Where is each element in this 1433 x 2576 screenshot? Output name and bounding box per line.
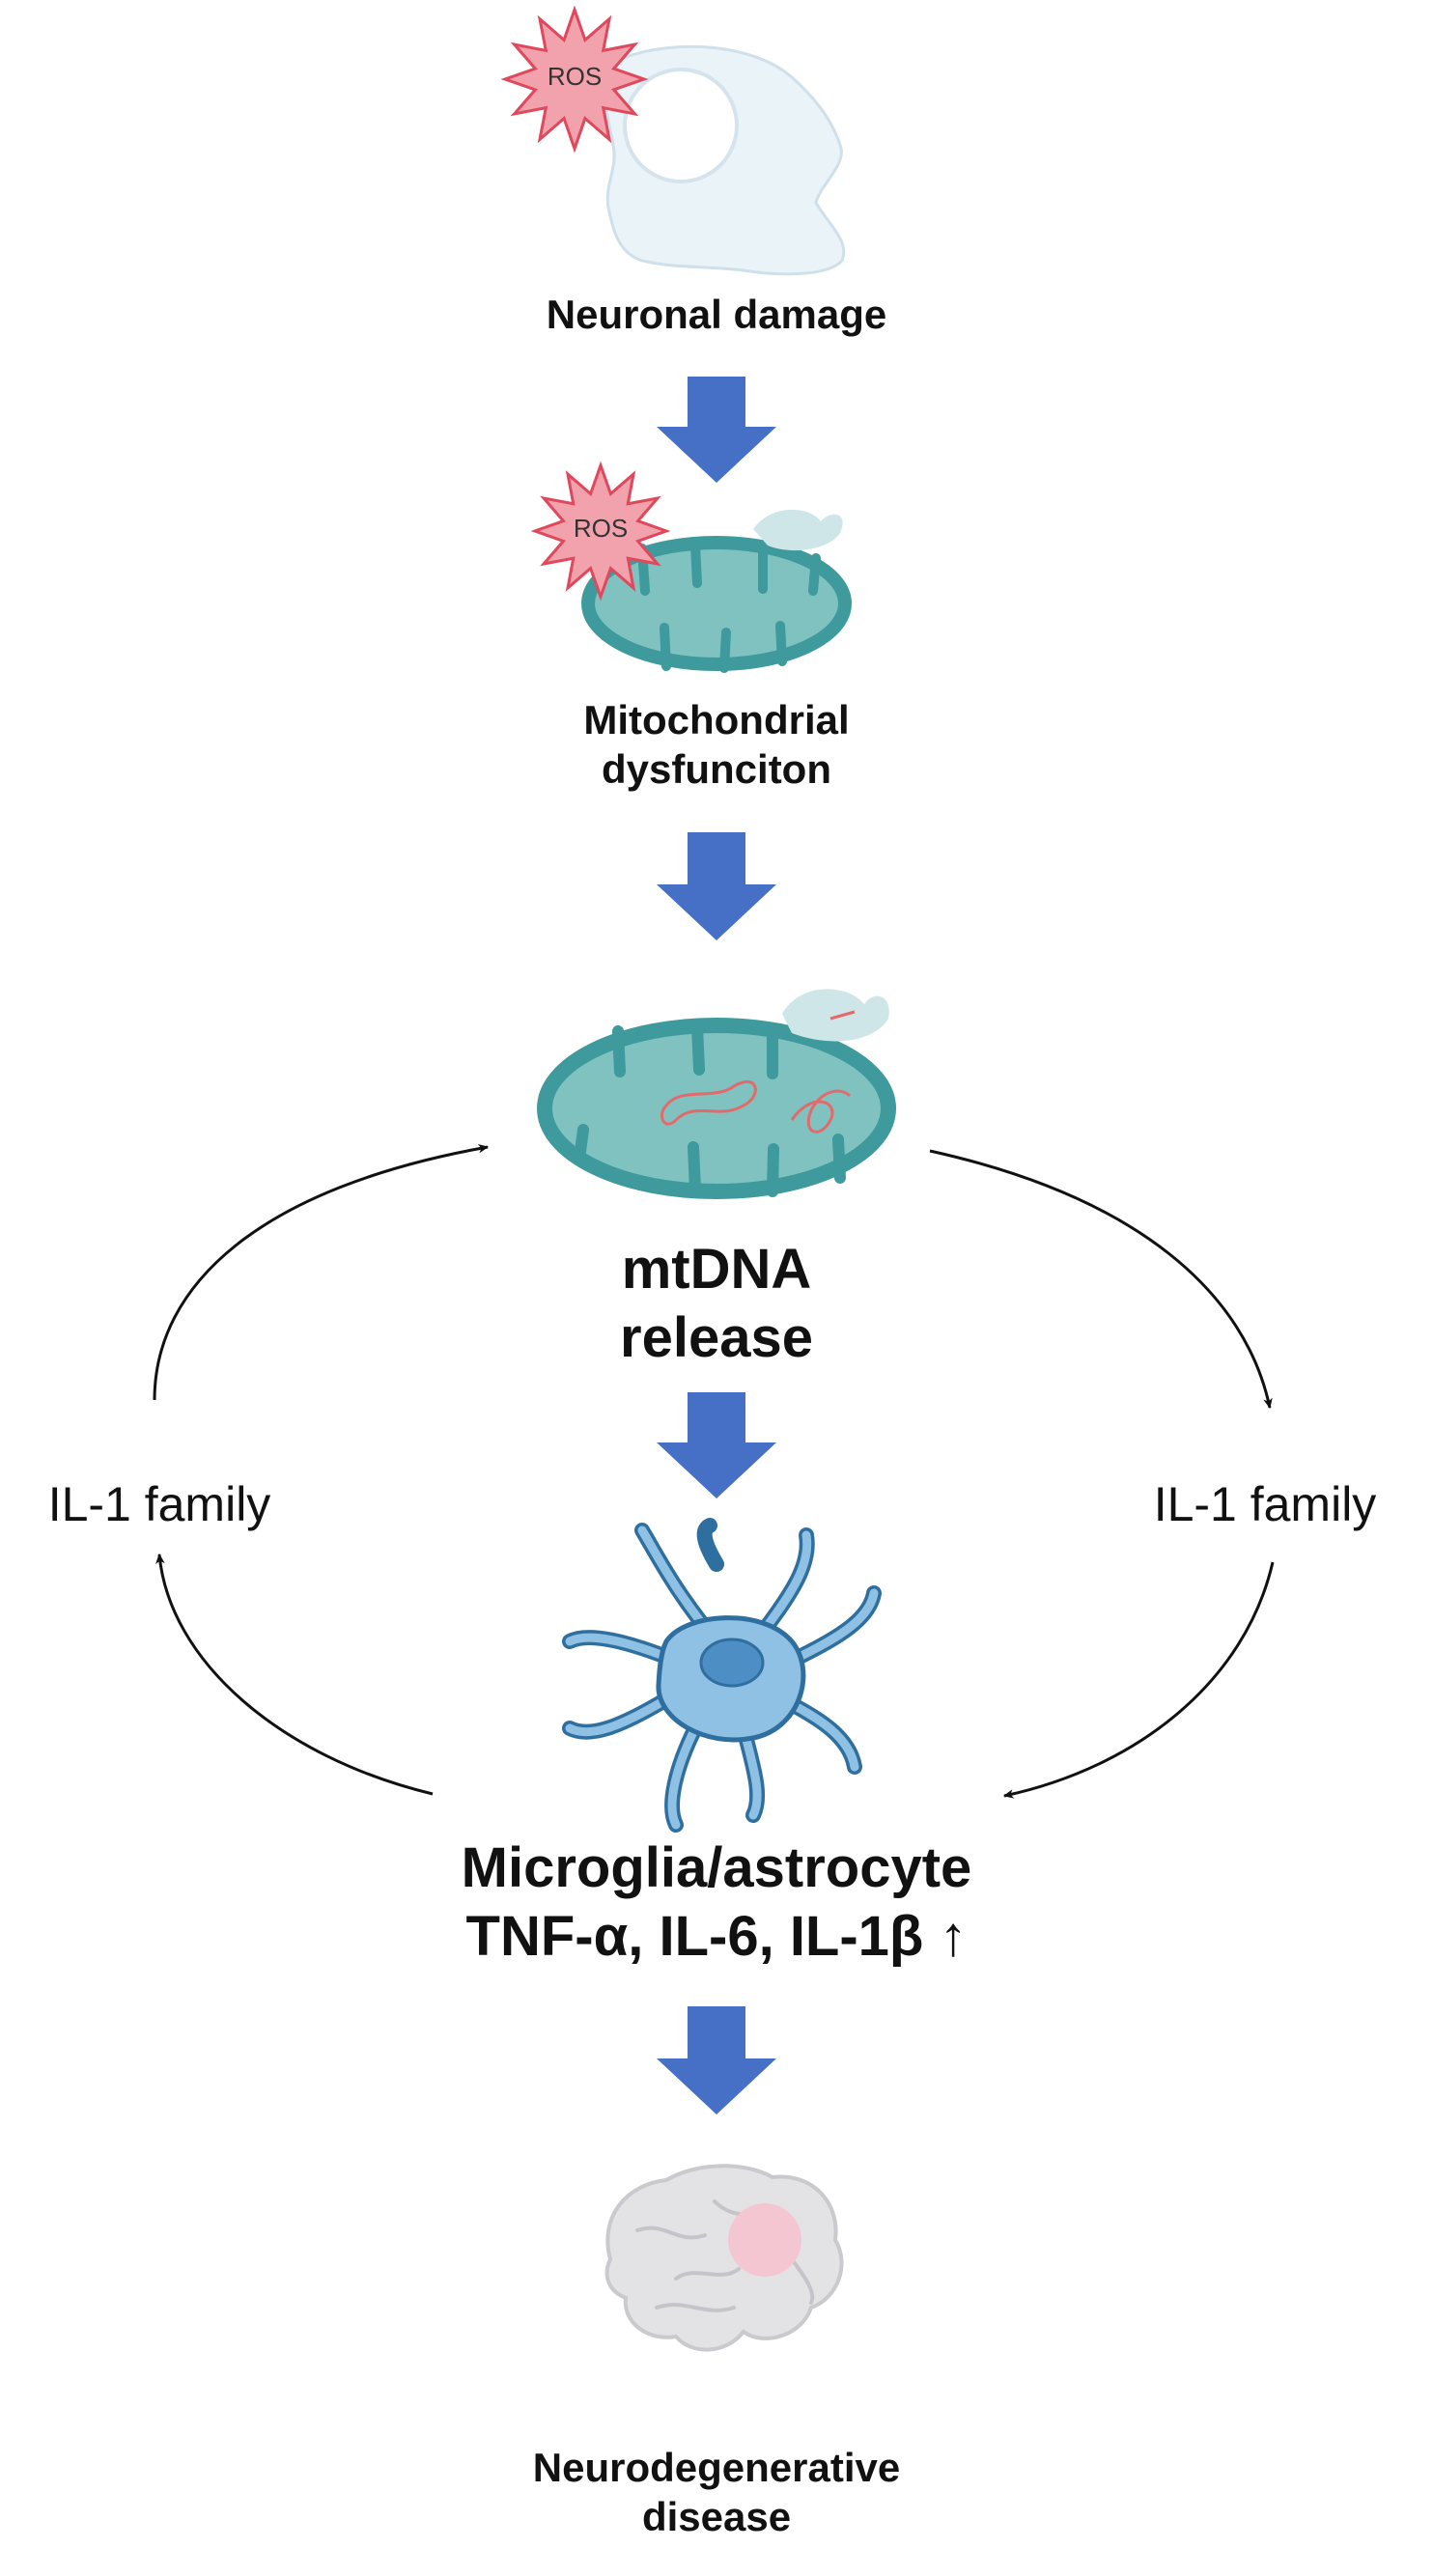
neuro-disease-label: Neurodegenerative disease xyxy=(532,2445,901,2540)
mitochondrion-icon xyxy=(581,509,852,673)
cycle-arrow-left-lower xyxy=(155,1553,434,1796)
flow-arrow-2 xyxy=(657,832,776,940)
ros-label: ROS xyxy=(548,62,602,91)
flow-arrow-3 xyxy=(657,1392,776,1498)
mitochondrion-mtdna-icon xyxy=(537,989,896,1199)
flow-arrow-4 xyxy=(657,2006,776,2114)
cycle-arrow-right-lower xyxy=(1002,1561,1275,1799)
glia-label: Microglia/astrocyte TNF-α, IL-6, IL-1β ↑ xyxy=(461,1836,972,1968)
neuronal-damage-label: Neuronal damage xyxy=(546,292,887,337)
ros-burst-icon-2: ROS xyxy=(530,461,671,602)
il1-family-left-label: IL-1 family xyxy=(47,1477,271,1531)
flow-arrow-1 xyxy=(657,377,776,483)
ros-burst-icon: ROS xyxy=(500,5,649,154)
cycle-arrow-right-upper xyxy=(929,1149,1273,1410)
mtdna-release-label: mtDNA release xyxy=(620,1238,813,1369)
ros-label-2: ROS xyxy=(574,514,628,543)
mito-dysfunction-label: Mitochondrial dysfunciton xyxy=(583,697,850,793)
microglia-cell-icon xyxy=(562,1518,882,1833)
il1-family-right-label: IL-1 family xyxy=(1153,1477,1377,1531)
brain-icon xyxy=(604,2164,844,2352)
cycle-arrow-left-upper xyxy=(153,1143,490,1401)
neuron-cell-icon xyxy=(604,44,846,276)
